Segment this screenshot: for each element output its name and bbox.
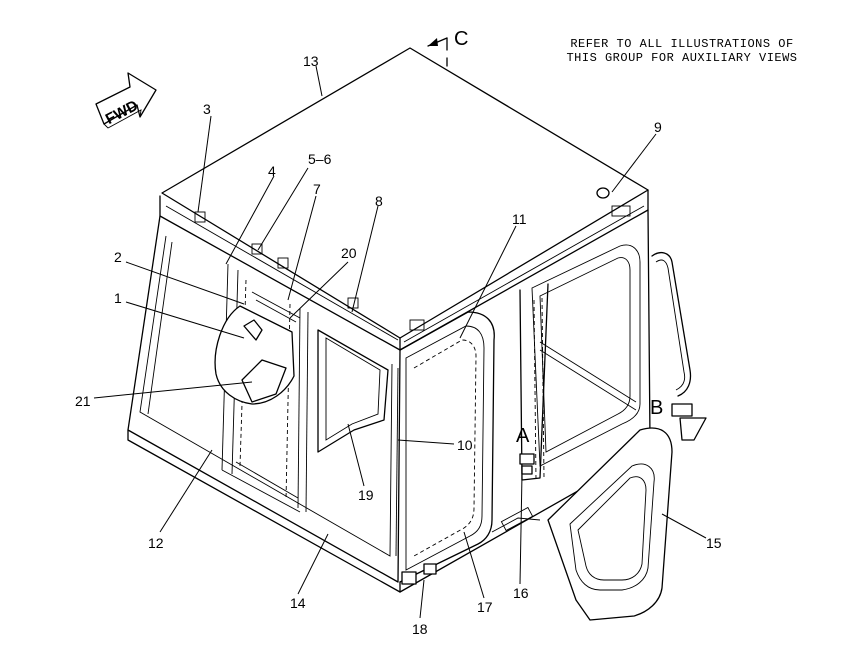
callout-12: 12 (148, 535, 164, 551)
view-letters: A B (516, 397, 663, 447)
callout-10: 10 (457, 437, 473, 453)
callout-labels: 13 3 4 5–6 7 8 9 20 2 1 21 11 10 19 12 1… (75, 53, 722, 637)
note-line-1: REFER TO ALL ILLUSTRATIONS OF (570, 37, 793, 51)
callout-20: 20 (341, 245, 357, 261)
callout-11: 11 (512, 211, 527, 227)
callout-15: 15 (706, 535, 722, 551)
callout-1: 1 (114, 290, 122, 306)
callout-19: 19 (358, 487, 374, 503)
callout-9: 9 (654, 119, 662, 135)
view-letter-b: B (650, 397, 663, 419)
callout-13: 13 (303, 53, 319, 69)
callout-17: 17 (477, 599, 493, 615)
callout-4: 4 (268, 163, 276, 179)
callout-8: 8 (375, 193, 383, 209)
callout-3: 3 (203, 101, 211, 117)
section-mark-top: C (454, 28, 468, 50)
callout-5-6: 5–6 (308, 151, 332, 167)
roof-panel (161, 47, 649, 339)
callout-14: 14 (290, 595, 306, 611)
auxiliary-views-note: REFER TO ALL ILLUSTRATIONS OF THIS GROUP… (566, 37, 797, 65)
callout-7: 7 (313, 181, 321, 197)
note-line-2: THIS GROUP FOR AUXILIARY VIEWS (566, 51, 797, 65)
view-letter-a: A (516, 425, 530, 447)
callout-18: 18 (412, 621, 428, 637)
leader-lines (93, 65, 707, 619)
callout-16: 16 (513, 585, 529, 601)
cab-drawing (127, 47, 707, 621)
forward-arrow-icon: FWD (95, 72, 157, 129)
callout-21: 21 (75, 393, 91, 409)
callout-2: 2 (114, 249, 122, 265)
